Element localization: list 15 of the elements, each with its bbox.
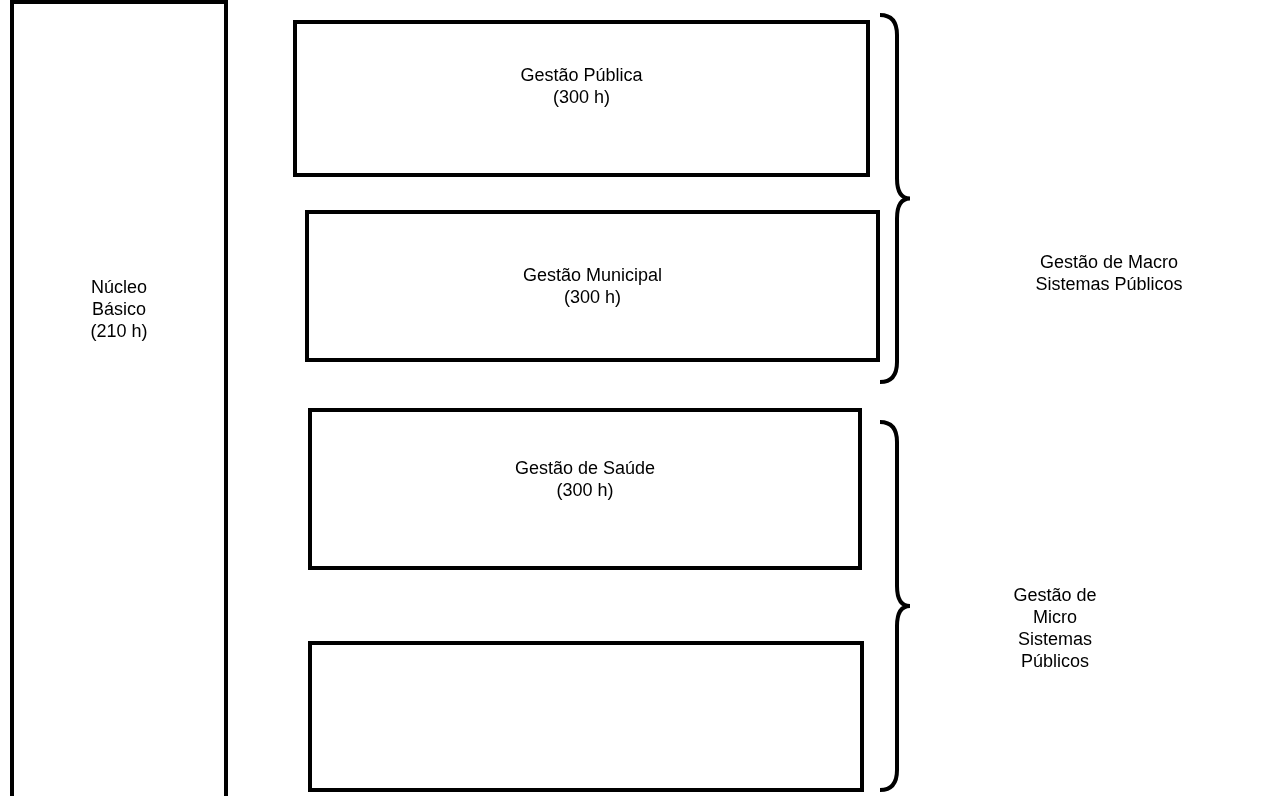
hours-text: (300 h) — [556, 479, 614, 501]
group-label: Gestão de Micro Sistemas Públicos — [1012, 584, 1098, 672]
box-title: Gestão Pública — [520, 64, 643, 86]
group-label: Gestão de Macro Sistemas Públicos — [1034, 251, 1184, 295]
hours-text: (210 h) — [89, 320, 149, 342]
empty-box — [308, 641, 864, 792]
hours-text: (300 h) — [552, 86, 610, 108]
box-title: Gestão de Saúde — [514, 457, 656, 479]
module-box — [293, 20, 870, 177]
module-box — [305, 210, 880, 362]
module-box — [308, 408, 862, 570]
hours-text: (300 h) — [563, 286, 621, 308]
box-title: Gestão Municipal — [522, 264, 663, 286]
module-box — [10, 0, 228, 796]
box-title: Núcleo Básico — [90, 276, 148, 320]
